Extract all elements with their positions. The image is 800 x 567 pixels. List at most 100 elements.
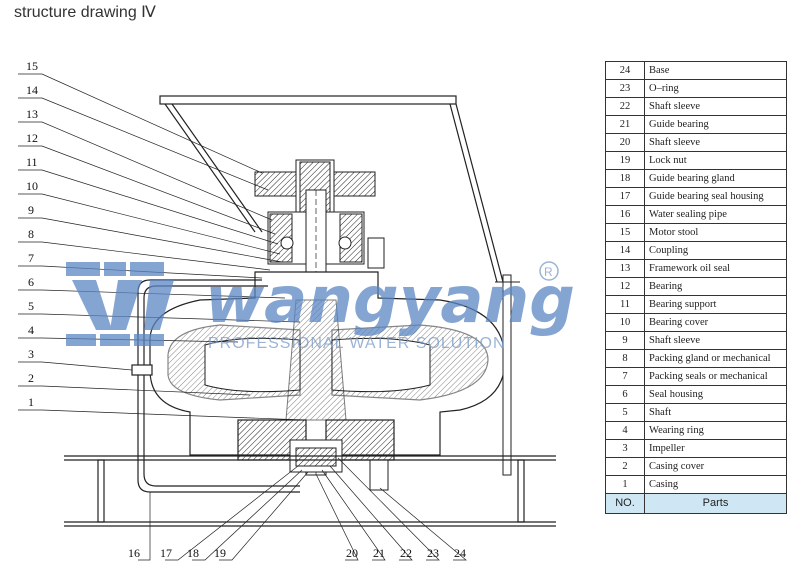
part-number: 6 [605, 385, 645, 404]
watermark-logo-icon [66, 262, 174, 346]
watermark-tagline: PROFESSIONAL WATER SOLUTION [208, 335, 506, 352]
part-name: Guide bearing seal housing [644, 187, 787, 206]
part-number: 9 [605, 331, 645, 350]
impeller [204, 299, 431, 421]
part-number: 11 [605, 295, 645, 314]
callout-22: 22 [400, 546, 412, 560]
callout-21: 21 [373, 546, 385, 560]
part-number: 10 [605, 313, 645, 332]
callout-5: 5 [28, 299, 34, 313]
part-number: 14 [605, 241, 645, 260]
watermark: wangyang PROFESSIONAL WATER SOLUTION R [66, 261, 575, 352]
column-header-no: NO. [605, 493, 645, 514]
part-name: Shaft [644, 403, 787, 422]
part-number: 15 [605, 223, 645, 242]
callout-12: 12 [26, 131, 38, 145]
pump-section-drawing: 15 14 13 12 11 10 9 8 7 6 5 4 3 2 1 16 1… [18, 59, 575, 561]
callout-2: 2 [28, 371, 34, 385]
part-name: O–ring [644, 79, 787, 98]
bottom-leader-lines [138, 457, 467, 561]
part-number: 23 [605, 79, 645, 98]
part-name: Motor stool [644, 223, 787, 242]
registered-mark-icon [539, 261, 559, 281]
callout-14: 14 [26, 83, 38, 97]
callout-18: 18 [187, 546, 199, 560]
callout-16: 16 [128, 546, 140, 560]
part-name: Shaft sleeve [644, 97, 787, 116]
callout-15: 15 [26, 59, 38, 73]
page-title: structure drawing Ⅳ [14, 4, 156, 21]
callout-10: 10 [26, 179, 38, 193]
registered-mark-letter: R [544, 265, 553, 279]
callout-8: 8 [28, 227, 34, 241]
part-name: Guide bearing gland [644, 169, 787, 188]
callout-17: 17 [160, 546, 172, 560]
tie-rod [495, 274, 520, 476]
part-name: Water sealing pipe [644, 205, 787, 224]
column-header-parts: Parts [644, 493, 787, 514]
part-number: 5 [605, 403, 645, 422]
part-name: Packing gland or mechanical [644, 349, 787, 368]
callout-3: 3 [28, 347, 34, 361]
part-number: 1 [605, 475, 645, 494]
part-name: Seal housing [644, 385, 787, 404]
left-leader-lines [18, 73, 306, 421]
part-name: Wearing ring [644, 421, 787, 440]
callout-4: 4 [28, 323, 34, 337]
part-number: 17 [605, 187, 645, 206]
part-number: 22 [605, 97, 645, 116]
table-header-row: NO.Parts [605, 493, 787, 514]
callout-20: 20 [346, 546, 358, 560]
part-number: 24 [605, 61, 645, 80]
base [64, 455, 556, 527]
part-name: Shaft sleeve [644, 331, 787, 350]
part-number: 7 [605, 367, 645, 386]
part-name: Shaft sleeve [644, 133, 787, 152]
part-name: Packing seals or mechanical [644, 367, 787, 386]
part-name: Bearing cover [644, 313, 787, 332]
part-name: Bearing [644, 277, 787, 296]
left-callout-labels: 15 14 13 12 11 10 9 8 7 6 5 4 3 2 1 [26, 59, 38, 409]
motor-stool [159, 95, 504, 283]
part-number: 13 [605, 259, 645, 278]
callout-7: 7 [28, 251, 34, 265]
part-number: 20 [605, 133, 645, 152]
part-number: 8 [605, 349, 645, 368]
bottom-callout-labels: 16 17 18 19 20 21 22 23 24 [128, 546, 466, 560]
part-number: 16 [605, 205, 645, 224]
part-number: 12 [605, 277, 645, 296]
part-number: 4 [605, 421, 645, 440]
part-name: Impeller [644, 439, 787, 458]
part-name: Guide bearing [644, 115, 787, 134]
part-name: Casing [644, 475, 787, 494]
callout-9: 9 [28, 203, 34, 217]
callout-6: 6 [28, 275, 34, 289]
part-name: Lock nut [644, 151, 787, 170]
part-number: 2 [605, 457, 645, 476]
callout-1: 1 [28, 395, 34, 409]
callout-23: 23 [427, 546, 439, 560]
part-name: Framework oil seal [644, 259, 787, 278]
